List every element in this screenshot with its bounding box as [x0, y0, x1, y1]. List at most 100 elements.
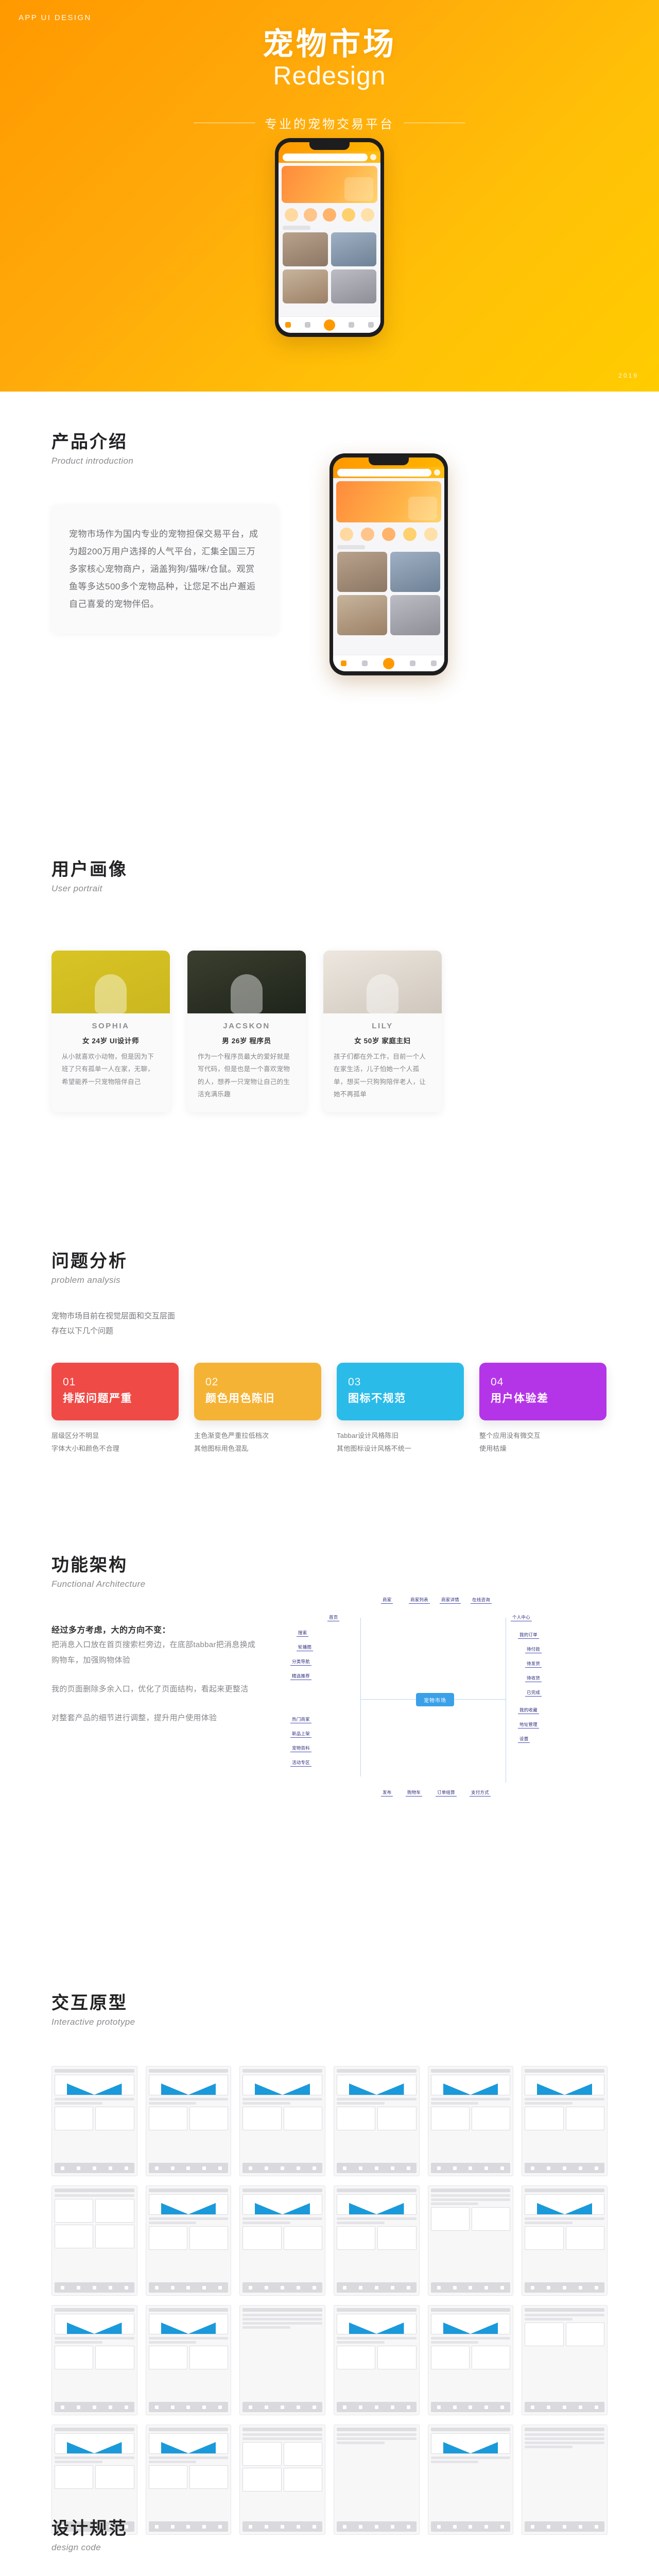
persona-card: LILY 女 50岁 家庭主妇 孩子们都在外工作，目前一个人在家生活，儿子怕她一… [323, 951, 442, 1112]
wireframe-screen[interactable] [522, 2305, 608, 2415]
section-header: 设计规范 design code [0, 2514, 659, 2553]
bell-icon[interactable] [370, 154, 376, 160]
tab-home[interactable] [285, 322, 291, 328]
category-icon[interactable] [403, 528, 417, 541]
wireframe-screen[interactable] [239, 2185, 325, 2296]
fa-strong-line: 经过多方考虑，大的方向不变： [51, 1626, 171, 1635]
mindmap-hub: 宠物市场 [416, 1693, 454, 1706]
tab-cart[interactable] [410, 660, 415, 666]
mindmap-node: 新品上架 [290, 1730, 311, 1738]
mini-category-row [279, 206, 380, 225]
mindmap-node: 我的收藏 [518, 1706, 539, 1714]
wireframe-screen[interactable] [145, 2305, 232, 2415]
mindmap-node: 搜索 [297, 1629, 309, 1637]
wireframe-screen[interactable] [239, 2305, 325, 2415]
wireframe-screen[interactable] [239, 2425, 325, 2535]
persona-description: 孩子们都在外工作，目前一个人在家生活，儿子怕她一个人孤单，想买一只狗狗陪伴老人，… [334, 1053, 426, 1098]
section-functional-architecture: 功能架构 Functional Architecture 经过多方考虑，大的方向… [0, 1551, 659, 1942]
wireframe-screen[interactable] [334, 2066, 420, 2176]
product-card[interactable] [283, 269, 328, 303]
wireframe-screen[interactable] [522, 2185, 608, 2296]
section-subtitle: User portrait [51, 884, 102, 893]
wireframe-screen[interactable] [427, 2305, 514, 2415]
wireframe-screen[interactable] [145, 2066, 232, 2176]
wireframe-screen[interactable] [427, 2425, 514, 2535]
problem-number: 04 [491, 1376, 504, 1388]
wireframe-screen[interactable] [51, 2066, 137, 2176]
section-design-code: 设计规范 design code 图案颜色 #ff9900 #ffcc00 #f… [0, 2514, 659, 2576]
wireframe-screen[interactable] [334, 2185, 420, 2296]
avatar [323, 951, 442, 1013]
mindmap-node: 商家详情 [440, 1596, 461, 1604]
product-card[interactable] [331, 269, 376, 303]
mini-banner[interactable] [282, 166, 377, 203]
mindmap-node: 活动专区 [290, 1759, 311, 1767]
mindmap-node: 待发货 [525, 1660, 542, 1668]
product-card[interactable] [390, 595, 440, 635]
hero-title-cn: 宠物市场 [263, 27, 396, 61]
search-input[interactable] [283, 153, 368, 161]
tab-cart[interactable] [349, 322, 355, 328]
hero-year: 2019 [618, 372, 638, 379]
product-card[interactable] [331, 232, 376, 266]
tab-profile[interactable] [431, 660, 437, 666]
category-icon[interactable] [342, 208, 356, 222]
category-icon[interactable] [361, 528, 375, 541]
mindmap-node: 地址管理 [518, 1721, 539, 1728]
mindmap-node: 已完成 [525, 1689, 542, 1697]
avatar [187, 951, 306, 1013]
product-card[interactable] [337, 552, 387, 592]
tab-publish[interactable] [323, 319, 335, 331]
product-card[interactable] [390, 552, 440, 592]
architecture-mindmap: 宠物市场 首页 搜索 轮播图 分类导航 精选推荐 热门商家 新品上架 宠物百科 … [278, 1587, 608, 1814]
mini-search-row [333, 467, 444, 478]
wireframe-screen[interactable] [427, 2066, 514, 2176]
problem-note: 宠物市场目前在视觉层面和交互层面 存在以下几个问题 [51, 1312, 176, 1336]
category-icon[interactable] [361, 208, 375, 222]
problem-col: 04 用户体验差 整个应用没有微交互 使用枯燥 [479, 1363, 606, 1455]
category-icon[interactable] [303, 208, 317, 222]
category-icon[interactable] [424, 528, 438, 541]
wireframe-screen[interactable] [522, 2066, 608, 2176]
tab-home[interactable] [341, 660, 346, 666]
wireframe-screen[interactable] [427, 2185, 514, 2296]
wireframe-screen[interactable] [334, 2425, 420, 2535]
wireframe-screen[interactable] [145, 2425, 232, 2535]
tab-shop[interactable] [304, 322, 310, 328]
bell-icon[interactable] [434, 469, 440, 476]
wireframe-screen[interactable] [334, 2305, 420, 2415]
page-title: 用户画像 [51, 860, 128, 879]
product-card[interactable] [337, 595, 387, 635]
problem-col: 03 图标不规范 Tabbar设计风格陈旧 其他图标设计风格不统一 [337, 1363, 464, 1455]
wireframe-screen[interactable] [51, 2185, 137, 2296]
problem-number: 01 [63, 1376, 76, 1388]
wireframe-screen[interactable] [239, 2066, 325, 2176]
hero-subtitle: 专业的宠物交易平台 [265, 117, 394, 131]
page-title: 功能架构 [51, 1555, 128, 1575]
category-icon[interactable] [340, 528, 354, 541]
mini-product-grid [333, 552, 444, 635]
category-icon[interactable] [381, 528, 395, 541]
product-card[interactable] [283, 232, 328, 266]
page-title: 交互原型 [51, 1993, 128, 2013]
category-icon[interactable] [322, 208, 336, 222]
search-input[interactable] [337, 468, 431, 477]
tab-shop[interactable] [362, 660, 368, 666]
product-phone-mock [330, 453, 448, 675]
wireframe-screen[interactable] [51, 2305, 137, 2415]
page-title: 设计规范 [51, 2519, 128, 2538]
mini-tabbar [279, 316, 380, 333]
tab-publish[interactable] [383, 657, 394, 669]
wireframe-screen[interactable] [51, 2425, 137, 2535]
mindmap-node: 订单结算 [436, 1789, 457, 1797]
section-subtitle: design code [51, 2543, 101, 2552]
problem-card-list: 01 排版问题严重 层级区分不明显 字体大小和颜色不合理 02 颜色用色陈旧 主… [51, 1363, 606, 1455]
tab-profile[interactable] [368, 322, 374, 328]
wireframe-screen[interactable] [522, 2425, 608, 2535]
category-icon[interactable] [284, 208, 298, 222]
problem-col: 01 排版问题严重 层级区分不明显 字体大小和颜色不合理 [51, 1363, 179, 1455]
wireframe-screen[interactable] [145, 2185, 232, 2296]
page-title: 问题分析 [51, 1251, 128, 1271]
mini-banner[interactable] [336, 481, 441, 522]
mindmap-node: 待付款 [525, 1646, 542, 1653]
